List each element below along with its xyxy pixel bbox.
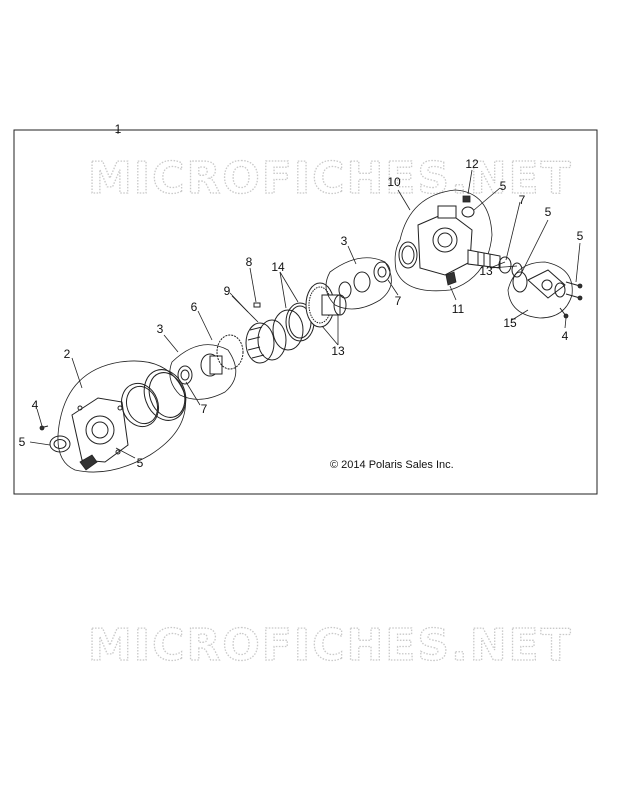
watermark-bottom: MICROFICHES.NET xyxy=(88,620,573,671)
callout-5-left: 5 xyxy=(19,435,26,449)
callout-2: 2 xyxy=(64,347,71,361)
callout-5-top: 5 xyxy=(500,179,507,193)
callout-5-right: 5 xyxy=(577,229,584,243)
copyright-notice: © 2014 Polaris Sales Inc. xyxy=(330,459,454,471)
callout-13-right: 13 xyxy=(479,264,493,278)
callout-13-left: 13 xyxy=(331,344,345,358)
callout-8: 8 xyxy=(246,255,253,269)
callout-4-left: 4 xyxy=(32,398,39,412)
callout-12: 12 xyxy=(465,157,479,171)
callout-11: 11 xyxy=(452,302,465,316)
diagram-frame xyxy=(13,129,598,495)
callout-7-left: 7 xyxy=(201,402,208,416)
callout-4-right: 4 xyxy=(562,329,569,343)
callout-3-left: 3 xyxy=(157,322,164,336)
callout-6: 6 xyxy=(191,300,198,314)
callout-1: 1 xyxy=(115,122,122,136)
callout-3-right: 3 xyxy=(341,234,348,248)
callout-7-center: 7 xyxy=(395,294,402,308)
callout-15: 15 xyxy=(503,316,517,330)
parts-drawing xyxy=(39,189,583,473)
leader-lines xyxy=(29,130,581,459)
callout-7-right: 7 xyxy=(519,193,526,207)
callout-14: 14 xyxy=(271,260,285,274)
callout-5-bottom: 5 xyxy=(137,456,144,470)
callout-10: 10 xyxy=(387,175,401,189)
callout-5-mid: 5 xyxy=(545,205,552,219)
callout-9: 9 xyxy=(224,284,231,298)
